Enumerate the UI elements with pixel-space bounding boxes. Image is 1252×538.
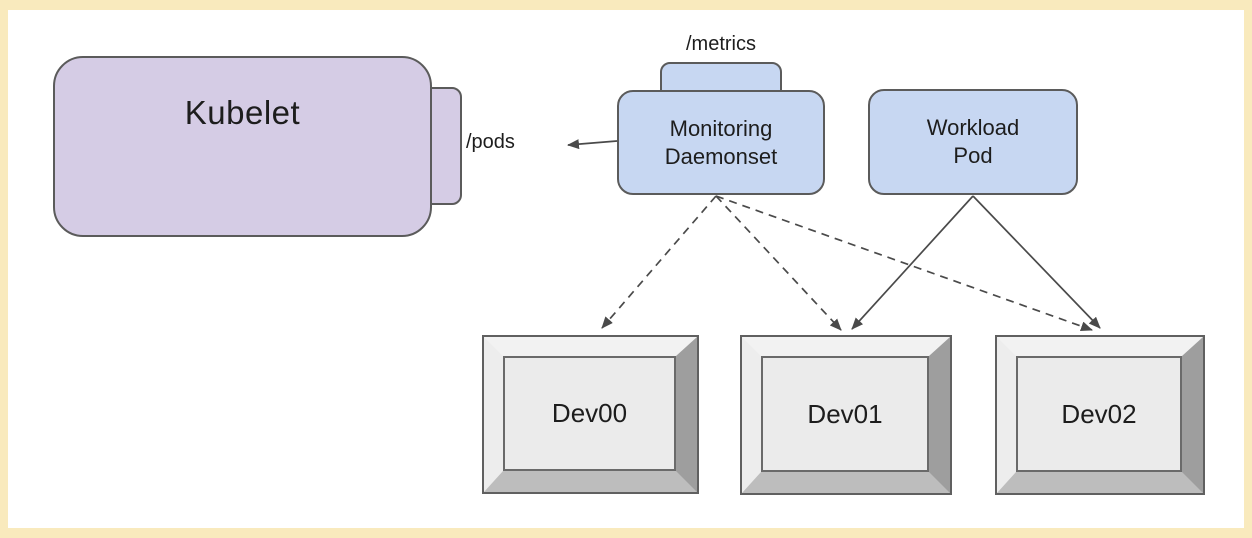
monitoring-daemonset-label: Monitoring Daemonset bbox=[664, 115, 778, 169]
metrics-port-label: /metrics bbox=[686, 33, 756, 55]
device-node-dev02: Dev02 bbox=[997, 337, 1203, 493]
kubelet-label: Kubelet bbox=[184, 94, 301, 131]
device-node-dev01: Dev01 bbox=[742, 337, 950, 493]
workload-pod-label: Workload Pod bbox=[926, 115, 1020, 168]
device-node-dev00: Dev00 bbox=[484, 337, 697, 492]
kubelet-node: Kubelet bbox=[53, 56, 432, 237]
device-label: Dev01 bbox=[761, 356, 929, 472]
device-label: Dev00 bbox=[503, 356, 676, 471]
device-label: Dev02 bbox=[1016, 356, 1182, 472]
pods-port-label: /pods bbox=[466, 131, 515, 153]
workload-pod-node: Workload Pod bbox=[868, 89, 1078, 195]
monitoring-daemonset-node: Monitoring Daemonset bbox=[617, 90, 825, 195]
